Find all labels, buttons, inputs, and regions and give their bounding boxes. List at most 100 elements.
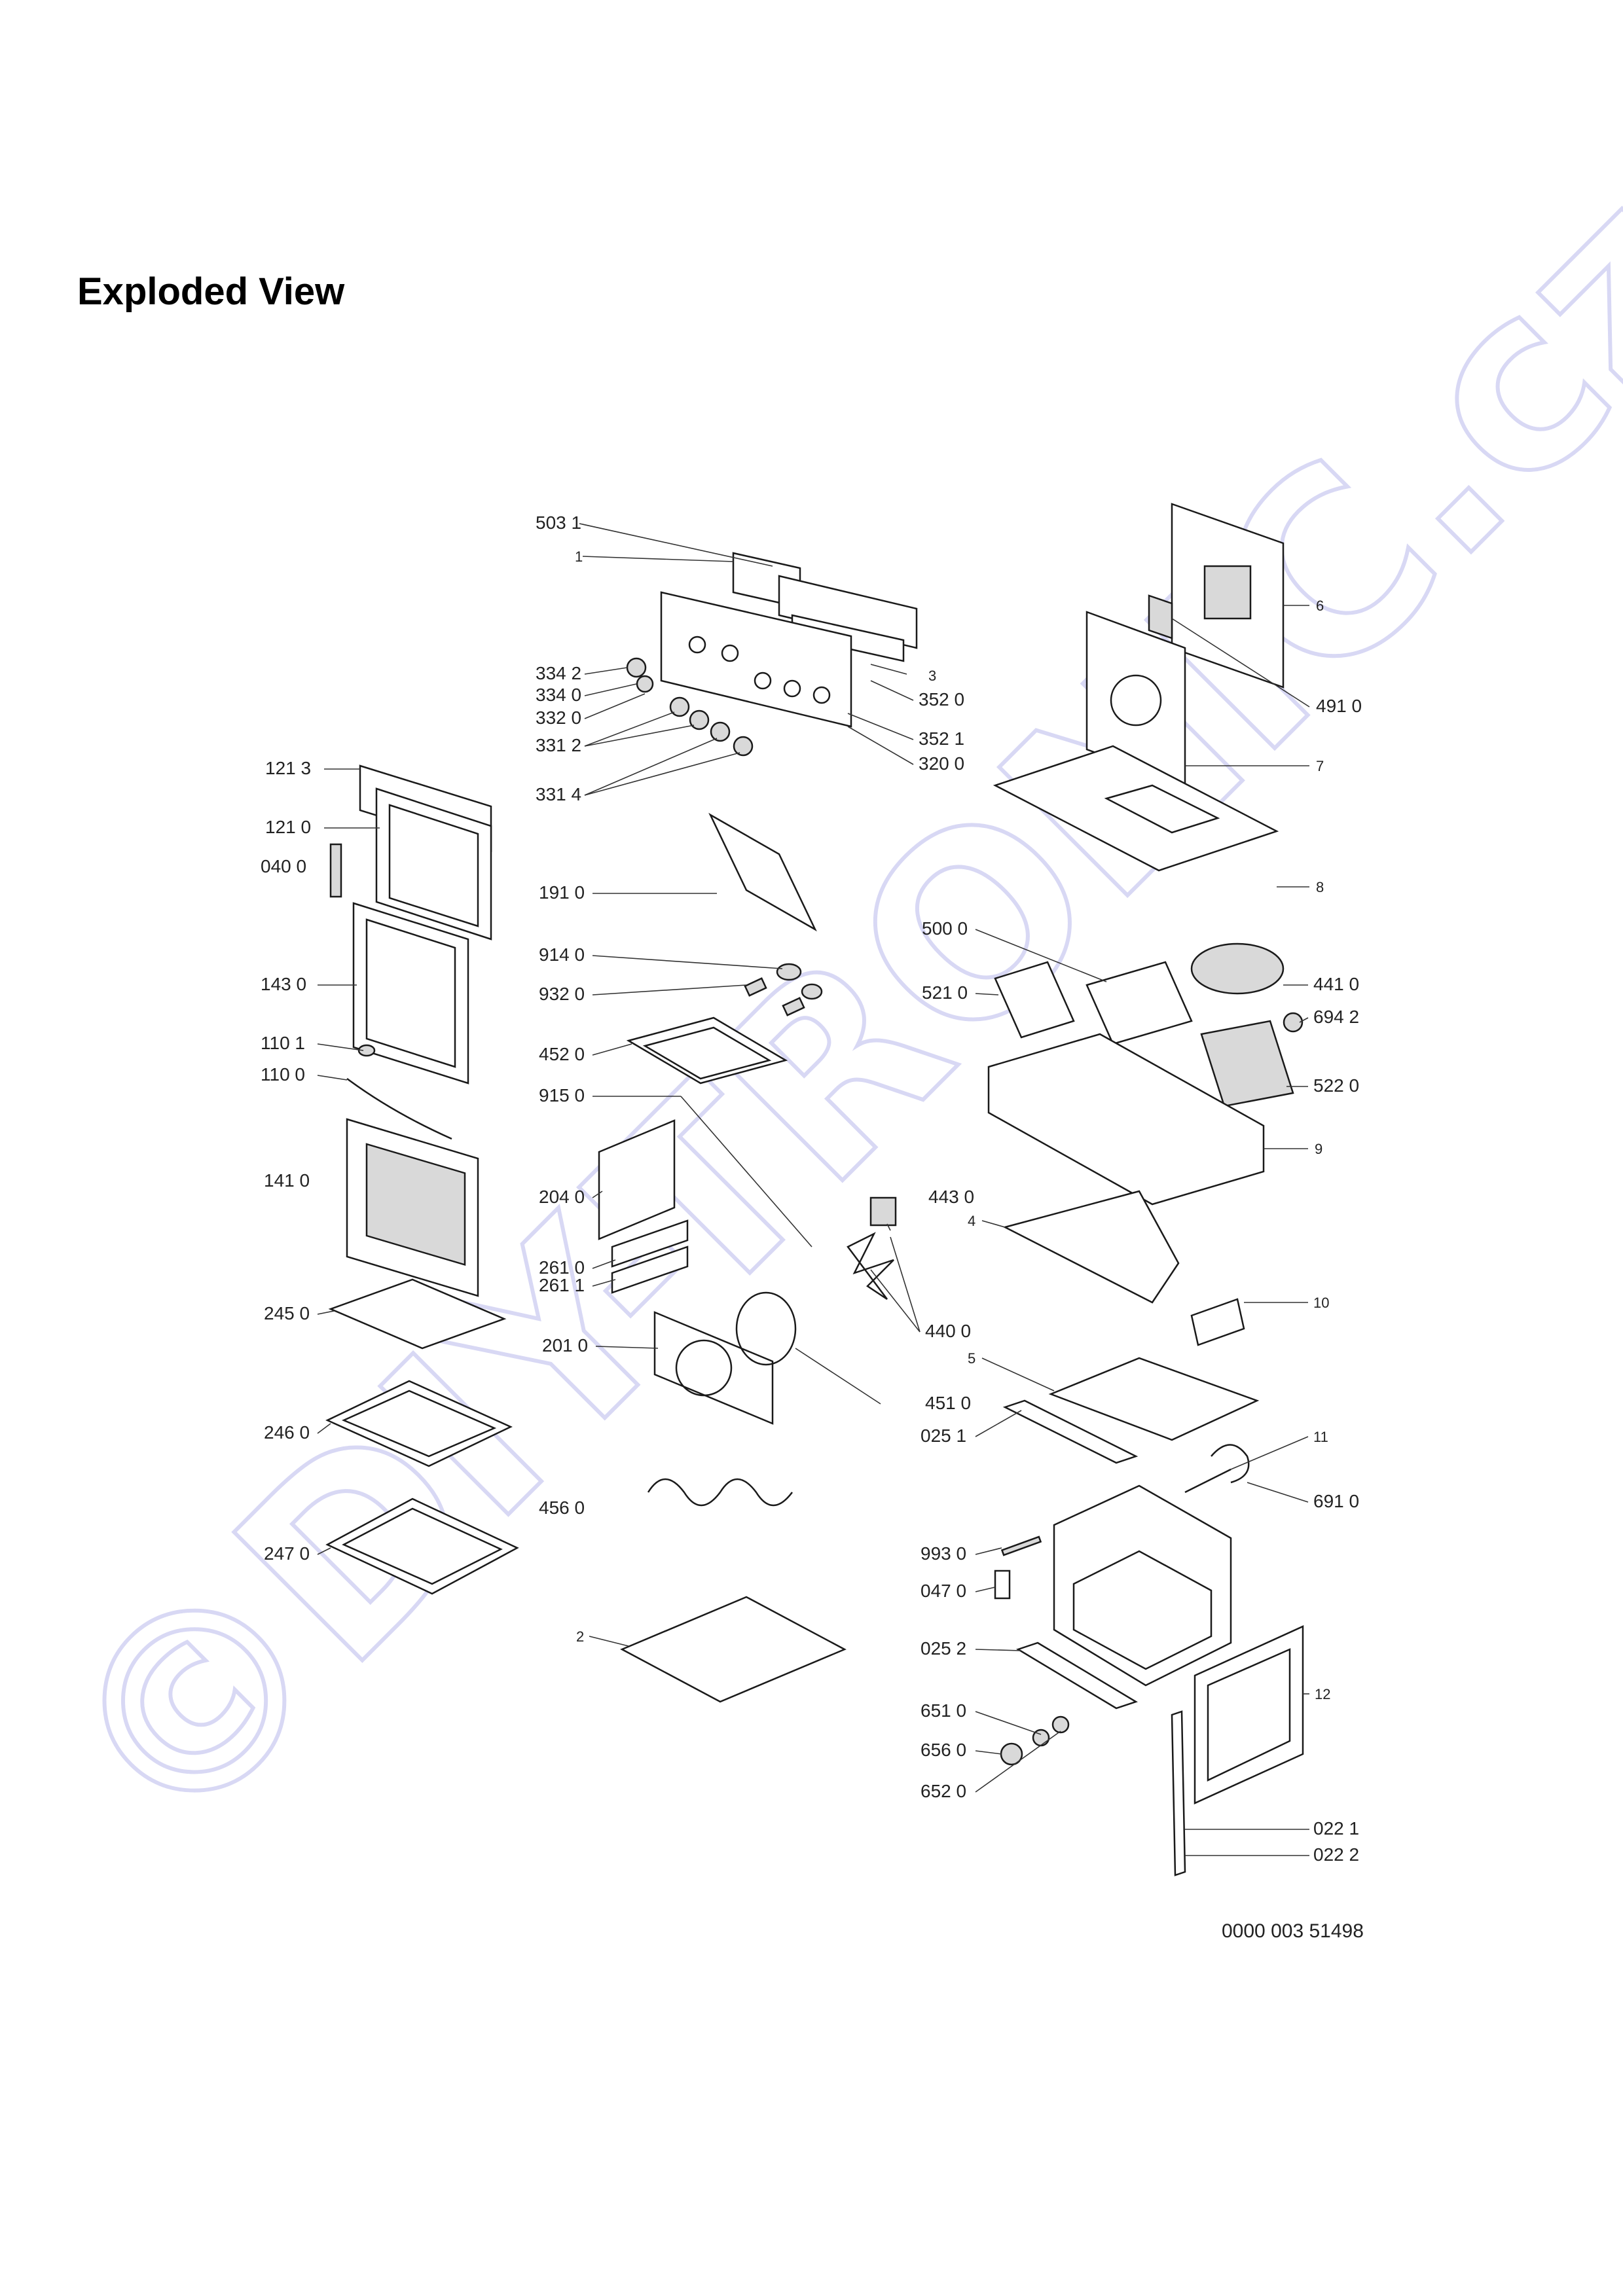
lamp-932-0b — [782, 997, 805, 1016]
part-label: 452 0 — [539, 1044, 585, 1064]
part-label: 11 — [1313, 1429, 1328, 1445]
part-label: 022 1 — [1313, 1818, 1359, 1839]
leader-line — [975, 1649, 1022, 1651]
leader-line — [981, 1220, 1006, 1228]
screw-993-0 — [1000, 1535, 1042, 1556]
leader-line — [592, 1191, 603, 1198]
leader-line — [592, 984, 747, 996]
control-panel-group — [626, 552, 918, 757]
panel-knob-hole — [754, 672, 772, 690]
electronics-group — [987, 942, 1304, 1876]
inner-door-143-0 — [352, 902, 469, 1085]
part-label: 915 0 — [539, 1085, 585, 1105]
rear-panel-group — [993, 503, 1285, 872]
sensor-694-2 — [1283, 1012, 1304, 1033]
clip-047-0 — [994, 1570, 1011, 1600]
document-number: 0000 003 51498 — [1222, 1920, 1364, 1942]
leader-line — [870, 1269, 921, 1333]
part-label: 040 0 — [261, 856, 306, 876]
rear-cover-vents — [1203, 565, 1252, 620]
part-label: 503 1 — [536, 512, 581, 533]
part-label: 500 0 — [922, 918, 968, 939]
part-label: 441 0 — [1313, 974, 1359, 994]
chassis-tray-9 — [987, 1033, 1265, 1206]
part-label: 9 — [1315, 1141, 1322, 1157]
handle-cap-110-1 — [357, 1044, 376, 1057]
part-label: 7 — [1316, 758, 1324, 774]
part-labels: 503 1 1 334 2 334 0 332 0 331 2 331 4 3 … — [261, 512, 1362, 1865]
part-label: 914 0 — [539, 944, 585, 965]
leader-line — [847, 713, 914, 740]
part-label: 320 0 — [919, 753, 964, 774]
part-label: 334 0 — [536, 685, 581, 705]
part-label: 8 — [1316, 879, 1324, 895]
leader-line — [870, 680, 914, 701]
leader-line — [975, 929, 1107, 982]
baking-tray-247-inner — [342, 1507, 503, 1585]
part-label: 1 — [575, 548, 583, 565]
part-label: 143 0 — [261, 974, 306, 994]
part-label: 261 0 — [539, 1257, 585, 1278]
back-wall-fan-opening — [1110, 674, 1162, 726]
top-cover-slots — [1104, 784, 1220, 834]
part-label: 694 2 — [1313, 1007, 1359, 1027]
part-label: 2 — [576, 1628, 584, 1645]
part-label: 6 — [1316, 598, 1324, 614]
side-rack-204-0 — [598, 1119, 676, 1240]
baking-tray-246-inner — [341, 1390, 497, 1458]
part-label: 332 0 — [536, 708, 581, 728]
part-label: 652 0 — [921, 1781, 966, 1801]
part-label: 522 0 — [1313, 1075, 1359, 1096]
watermark-text: ©DIY-TRONIC.cz — [7, 133, 1623, 1893]
panel-knob-hole — [812, 686, 831, 704]
leader-line — [1230, 1436, 1309, 1470]
rail-025-1 — [1002, 1399, 1139, 1464]
leader-line — [1299, 1017, 1309, 1023]
knob-334-2 — [626, 657, 647, 678]
module-500-0 — [1085, 961, 1193, 1045]
lamp-holder — [801, 983, 823, 1000]
leader-line — [795, 1348, 881, 1405]
part-label: 121 0 — [265, 817, 311, 837]
door-frame-12-inner — [1207, 1648, 1291, 1782]
part-label: 141 0 — [264, 1170, 310, 1191]
part-label: 456 0 — [539, 1498, 585, 1518]
leader-line — [317, 1043, 364, 1051]
lamp-cover-914-0 — [776, 963, 802, 981]
rail-261-1 — [611, 1246, 689, 1294]
part-label: 993 0 — [921, 1543, 966, 1564]
knob-331-2 — [669, 696, 690, 717]
fan-cover-grille — [675, 1339, 733, 1397]
part-label: 245 0 — [264, 1303, 310, 1323]
knob-331-4 — [710, 721, 731, 742]
control-panel-320 — [660, 591, 852, 728]
door-panel-grid — [365, 1143, 466, 1266]
part-label: 651 0 — [921, 1700, 966, 1721]
leader-line — [975, 1547, 1002, 1555]
leader-line — [975, 1711, 1042, 1735]
part-label: 331 4 — [536, 784, 581, 804]
part-label: 025 1 — [921, 1426, 966, 1446]
ring-element-451-0 — [735, 1291, 797, 1366]
leader-line — [975, 1587, 996, 1592]
leader-lines — [317, 523, 1310, 1856]
leader-line — [847, 726, 914, 765]
part-label: 521 0 — [922, 982, 968, 1003]
switch-652-0 — [1051, 1715, 1070, 1734]
part-label: 047 0 — [921, 1581, 966, 1601]
inner-door-glass — [365, 918, 456, 1068]
door-frame-12 — [1194, 1625, 1304, 1804]
part-label: 334 2 — [536, 663, 581, 683]
leader-line — [584, 752, 740, 796]
deflector-4 — [1002, 1190, 1180, 1304]
knob-331-2b — [689, 709, 710, 730]
cavity-parts-group — [598, 812, 897, 1703]
leader-line — [584, 711, 675, 747]
sensor-rod-11 — [1184, 1468, 1231, 1494]
fan-blade-440-0 — [847, 1232, 894, 1300]
leader-line — [584, 725, 695, 747]
part-label: 121 3 — [265, 758, 311, 778]
panel-knob-hole — [783, 679, 801, 698]
fan-motor-443-0 — [869, 1196, 897, 1227]
